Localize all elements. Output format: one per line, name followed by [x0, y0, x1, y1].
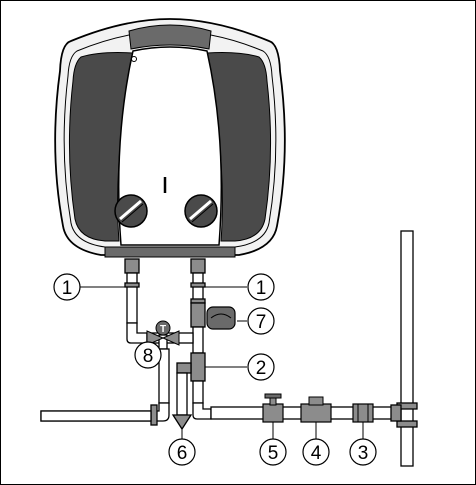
heater-top-lid — [128, 24, 212, 50]
callout-8: 8 — [134, 341, 162, 369]
callout-4: 4 — [302, 438, 330, 466]
callout-7: 7 — [247, 307, 275, 335]
drain-connector — [176, 362, 192, 374]
callout-6-label: 6 — [177, 443, 188, 464]
right-control-knob — [184, 194, 218, 228]
callout-4-label: 4 — [311, 443, 322, 464]
callout-6: 6 — [168, 438, 196, 466]
hot-water-pipe-left — [40, 410, 152, 422]
water-heater — [54, 18, 286, 258]
hot-water-fitting — [150, 404, 158, 426]
thermostatic-valve-cap — [155, 320, 171, 336]
callout-8-label: 8 — [143, 346, 154, 367]
callout-3-label: 3 — [358, 443, 369, 464]
shut-off-valve — [262, 393, 284, 423]
hot-outlet-connector — [124, 258, 140, 274]
hot-outlet-fitting-1 — [124, 282, 140, 288]
safety-valve-body — [190, 352, 206, 382]
indicator-light-icon — [131, 56, 137, 62]
pressure-reducer — [300, 396, 332, 423]
drain-pipe — [176, 372, 188, 416]
heater-base — [104, 246, 236, 258]
drain-arrow-icon — [171, 414, 193, 431]
hot-outlet-pipe — [126, 272, 138, 324]
hot-outlet-elbow — [126, 322, 148, 344]
callout-1-right-label: 1 — [256, 278, 267, 299]
cold-inlet-pipe-lower — [192, 380, 204, 404]
callout-3: 3 — [349, 438, 377, 466]
expansion-valve-body — [190, 302, 206, 328]
callout-1-right: 1 — [247, 273, 275, 301]
callout-7-label: 7 — [256, 312, 267, 333]
cold-inlet-pipe-middle — [192, 326, 204, 354]
cold-inlet-elbow — [192, 402, 212, 420]
cold-inlet-fitting-1 — [190, 282, 206, 288]
cold-inlet-connector — [190, 258, 206, 274]
callout-5: 5 — [259, 438, 287, 466]
piping — [40, 258, 404, 431]
valve-marker-label: T — [160, 324, 166, 335]
callout-2: 2 — [247, 353, 275, 381]
left-control-knob — [114, 194, 148, 228]
main-supply-riser — [390, 230, 418, 467]
callout-5-label: 5 — [268, 443, 279, 464]
callout-2-label: 2 — [256, 358, 267, 379]
callout-1-left-label: 1 — [62, 278, 73, 299]
expansion-vessel — [206, 306, 236, 330]
thermostatic-mixing-valve: T — [146, 320, 180, 346]
callout-1-left: 1 — [53, 273, 81, 301]
water-filter — [352, 403, 374, 423]
